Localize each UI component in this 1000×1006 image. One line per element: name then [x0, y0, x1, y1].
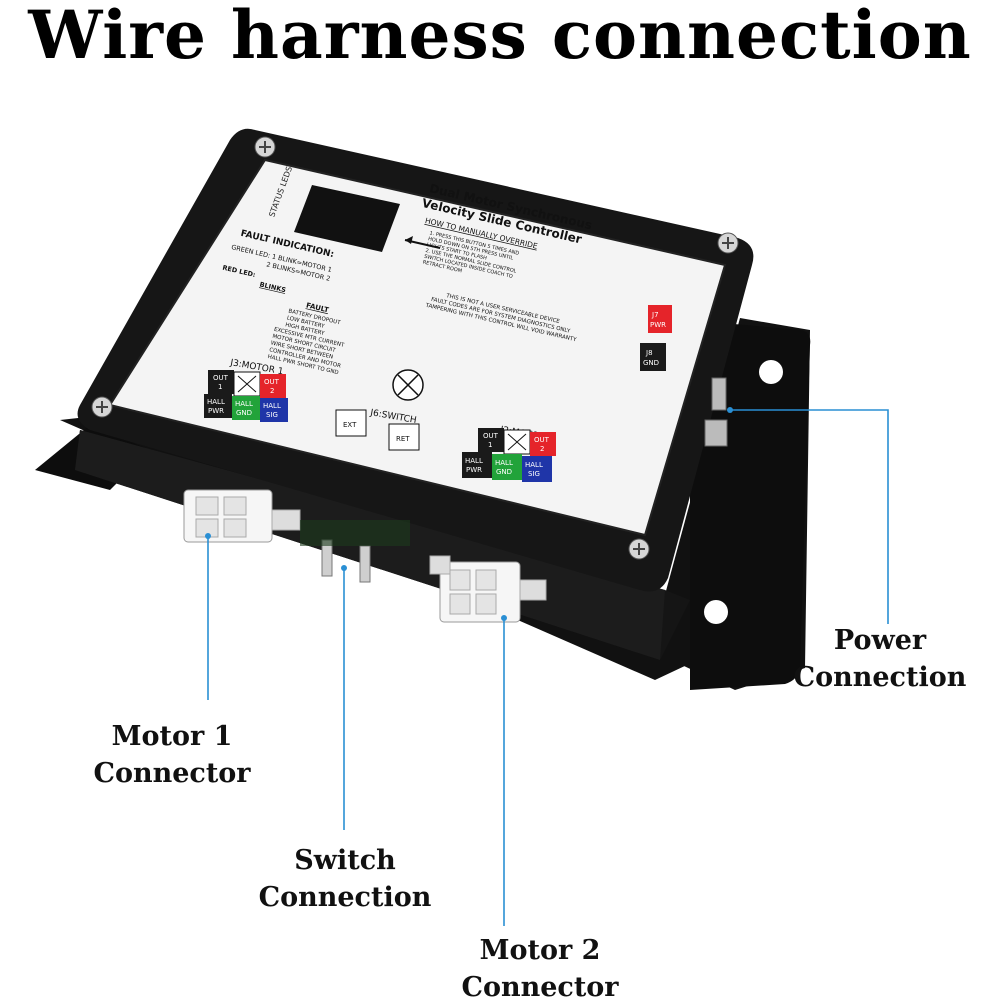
mounting-flange-right — [690, 320, 811, 690]
mount-hole-bottom — [704, 600, 728, 624]
motor1-connector-label: Motor 1 Connector — [72, 718, 272, 792]
device-label-text: SIG — [266, 411, 278, 419]
ext-button — [335, 409, 367, 437]
device-label-text: OUT — [213, 374, 229, 382]
device-label-text: HALL — [495, 459, 513, 467]
page-title: Wire harness connection — [28, 0, 972, 74]
ext-label: EXT — [343, 421, 357, 429]
motor1-label-line-2: Connector — [93, 758, 251, 789]
j7-pwr-tag — [648, 305, 672, 333]
leader-power — [730, 409, 889, 624]
switch-connector — [300, 520, 410, 583]
device-label-text: GND — [236, 409, 252, 417]
ret-button — [388, 423, 420, 451]
device-label-text: 1 — [488, 441, 492, 449]
power-label-line-1: Power — [833, 625, 927, 656]
power-terminals — [704, 377, 728, 447]
ret-label: RET — [396, 435, 410, 443]
device-label-text: HALL — [525, 461, 543, 469]
motor1-connector — [183, 489, 301, 543]
switch-label-line-2: Connection — [258, 882, 432, 913]
device-label-text: PWR — [466, 466, 482, 474]
device-label-text: GND — [496, 468, 512, 476]
motor2-label-line-1: Motor 2 — [479, 935, 601, 966]
device-label-text: HALL — [465, 457, 483, 465]
device-label-text: HALL — [235, 400, 253, 408]
device-label-text: SIG — [528, 470, 540, 478]
motor2-connector — [429, 555, 547, 623]
motor1-label-line-1: Motor 1 — [111, 721, 233, 752]
label-panel — [108, 158, 727, 537]
j7-sub: PWR — [650, 321, 666, 329]
j8-gnd-tag — [640, 343, 666, 371]
status-led-window — [294, 185, 400, 252]
motor2-label-line-2: Connector — [461, 972, 619, 1003]
switch-label-line-1: Switch — [294, 845, 396, 876]
device-label-text: HALL — [263, 402, 281, 410]
callout-leaders — [207, 409, 889, 926]
j7-label: J7 — [651, 311, 659, 319]
device-label-text: PWR — [208, 407, 224, 415]
device-label-text: 1 — [218, 383, 222, 391]
j8-sub: GND — [643, 359, 659, 367]
power-connection-label: Power Connection — [785, 622, 975, 696]
power-label-line-2: Connection — [793, 662, 967, 693]
screw-icon — [91, 136, 739, 560]
device-label-text: OUT — [264, 378, 280, 386]
device-label-text: HALL — [207, 398, 225, 406]
switch-connection-label: Switch Connection — [245, 842, 445, 916]
device-label-text: 2 — [270, 387, 274, 395]
mount-hole-top — [759, 360, 783, 384]
motor2-connector-label: Motor 2 Connector — [440, 932, 640, 1006]
j8-label: J8 — [645, 349, 653, 357]
device-label-text: OUT — [534, 436, 550, 444]
device-label-text: 2 — [540, 445, 544, 453]
device-label-text: OUT — [483, 432, 499, 440]
